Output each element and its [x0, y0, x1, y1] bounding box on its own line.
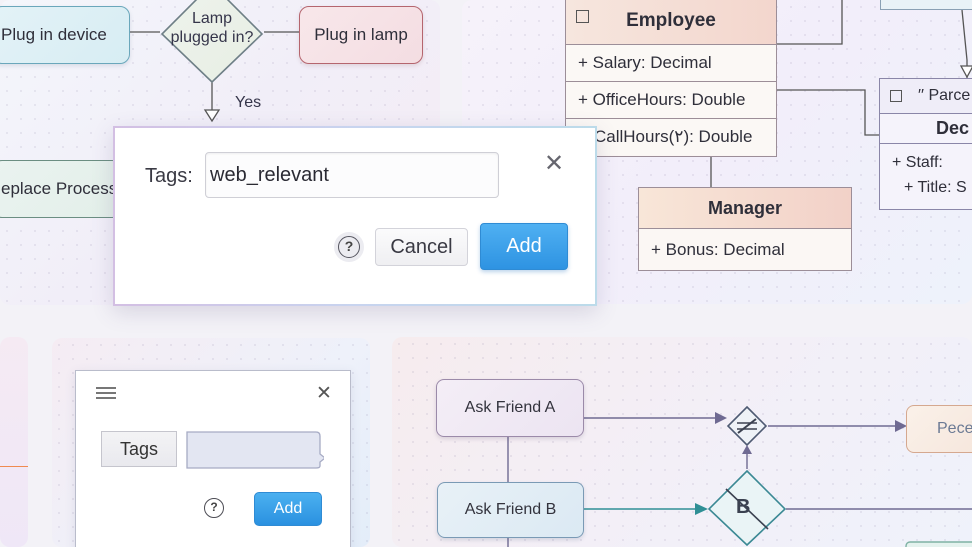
close-icon[interactable]: ✕: [316, 383, 332, 404]
uml-edge-employee-top: [777, 0, 843, 45]
tags-label: Tags:: [145, 165, 193, 187]
uml-attribute: + Bonus: Decimal: [639, 228, 851, 270]
class-square-icon: [576, 10, 589, 23]
node-plug-in-device-label: Plug in device: [1, 25, 107, 44]
uml-class-parcel-header-text: ′′ Parce: [918, 87, 971, 104]
uml-class-parcel-header: ′′ Parce: [880, 79, 972, 113]
uml-class-parcel-name: Dec: [880, 113, 972, 143]
add-tag-dialog-small: ✕ Tags ? Add: [75, 370, 351, 547]
uml-class-partial: [880, 0, 972, 10]
uml-attribute-text: + Salary: Decimal: [578, 53, 712, 72]
help-icon: ?: [338, 236, 360, 258]
uml-class-parcel[interactable]: ′′ Parce Dec + Staff: + Title: S: [879, 78, 972, 210]
arrowhead: [695, 503, 708, 515]
uml-class-manager-name: Manager: [707, 197, 783, 218]
node-plug-in-lamp-label: Plug in lamp: [314, 25, 408, 44]
uml-attribute: + Salary: Decimal: [566, 44, 776, 81]
decision-label-line1: Lamp: [191, 10, 233, 27]
uml-attribute: + OfficeHours: Double: [566, 81, 776, 118]
gateway-small: [726, 405, 768, 447]
uml-class-employee-header: Employee: [566, 0, 776, 44]
arrowhead: [895, 420, 907, 432]
add-button[interactable]: Add: [480, 223, 568, 270]
help-button[interactable]: ?: [334, 232, 364, 262]
hamburger-icon[interactable]: [96, 387, 116, 399]
uml-class-employee-name: Employee: [626, 10, 716, 31]
node-right-partial[interactable]: Pece: [906, 405, 972, 453]
uml-class-manager[interactable]: Manager + Bonus: Decimal: [638, 187, 852, 271]
decision-label: Lamp plugged in?: [160, 9, 264, 51]
uml-attribute-text: CallHours(٢): Double: [594, 127, 753, 146]
uml-class-manager-header: Manager: [639, 188, 851, 228]
gateway-b: [707, 469, 787, 547]
edge-yes-label: Yes: [235, 94, 262, 111]
node-replace-process-label: eplace Process: [1, 179, 118, 198]
connector-line: [0, 466, 28, 467]
node-ask-friend-b-label: Ask Friend B: [464, 501, 557, 518]
flowchart2-connectors: [507, 405, 972, 547]
tags-input[interactable]: [186, 430, 324, 470]
node-right-partial-label: Pece: [937, 420, 972, 437]
uml-edge-employee-parcel: [777, 89, 879, 136]
gateway-b-label: B: [736, 496, 751, 518]
add-button[interactable]: Add: [254, 492, 322, 526]
uml-arrowhead: [959, 65, 972, 79]
decision-diamond[interactable]: [160, 0, 264, 86]
tags-label: Tags: [101, 431, 177, 467]
tags-input[interactable]: [205, 152, 499, 198]
uml-attribute-text: + Bonus: Decimal: [651, 239, 785, 259]
close-icon[interactable]: ✕: [543, 150, 565, 177]
help-icon[interactable]: ?: [204, 498, 224, 518]
node-partial-bottom-right: [905, 541, 972, 547]
left-edge-panel: [0, 337, 28, 547]
node-ask-friend-b[interactable]: Ask Friend B: [437, 482, 584, 538]
uml-class-parcel-attributes: + Staff: + Title: S: [880, 143, 972, 200]
node-ask-friend-a[interactable]: Ask Friend A: [436, 379, 584, 437]
class-square-icon: [890, 90, 902, 102]
uml-attribute-text: + OfficeHours: Double: [578, 90, 746, 109]
uml-connectors: [710, 0, 972, 187]
arrowhead: [715, 412, 727, 424]
add-tag-dialog: Tags: ✕ ? Cancel Add: [113, 126, 597, 306]
uml-attribute: CallHours(٢): Double: [566, 118, 776, 155]
uml-class-employee[interactable]: Employee + Salary: Decimal + OfficeHours…: [565, 0, 777, 157]
cancel-button[interactable]: Cancel: [375, 228, 468, 266]
arrowhead: [742, 445, 752, 454]
edge-yes-arrowhead: [203, 109, 221, 123]
node-plug-in-device[interactable]: Plug in device: [0, 6, 130, 64]
node-plug-in-lamp[interactable]: Plug in lamp: [299, 6, 423, 64]
node-ask-friend-a-label: Ask Friend A: [464, 399, 556, 416]
decision-label-line2: plugged in?: [170, 29, 254, 46]
uml-attribute-text: + Title: S: [904, 179, 967, 196]
uml-attribute-text: + Staff:: [892, 154, 943, 171]
node-replace-process[interactable]: eplace Process: [0, 160, 122, 218]
flowchart-connectors: [130, 31, 299, 123]
